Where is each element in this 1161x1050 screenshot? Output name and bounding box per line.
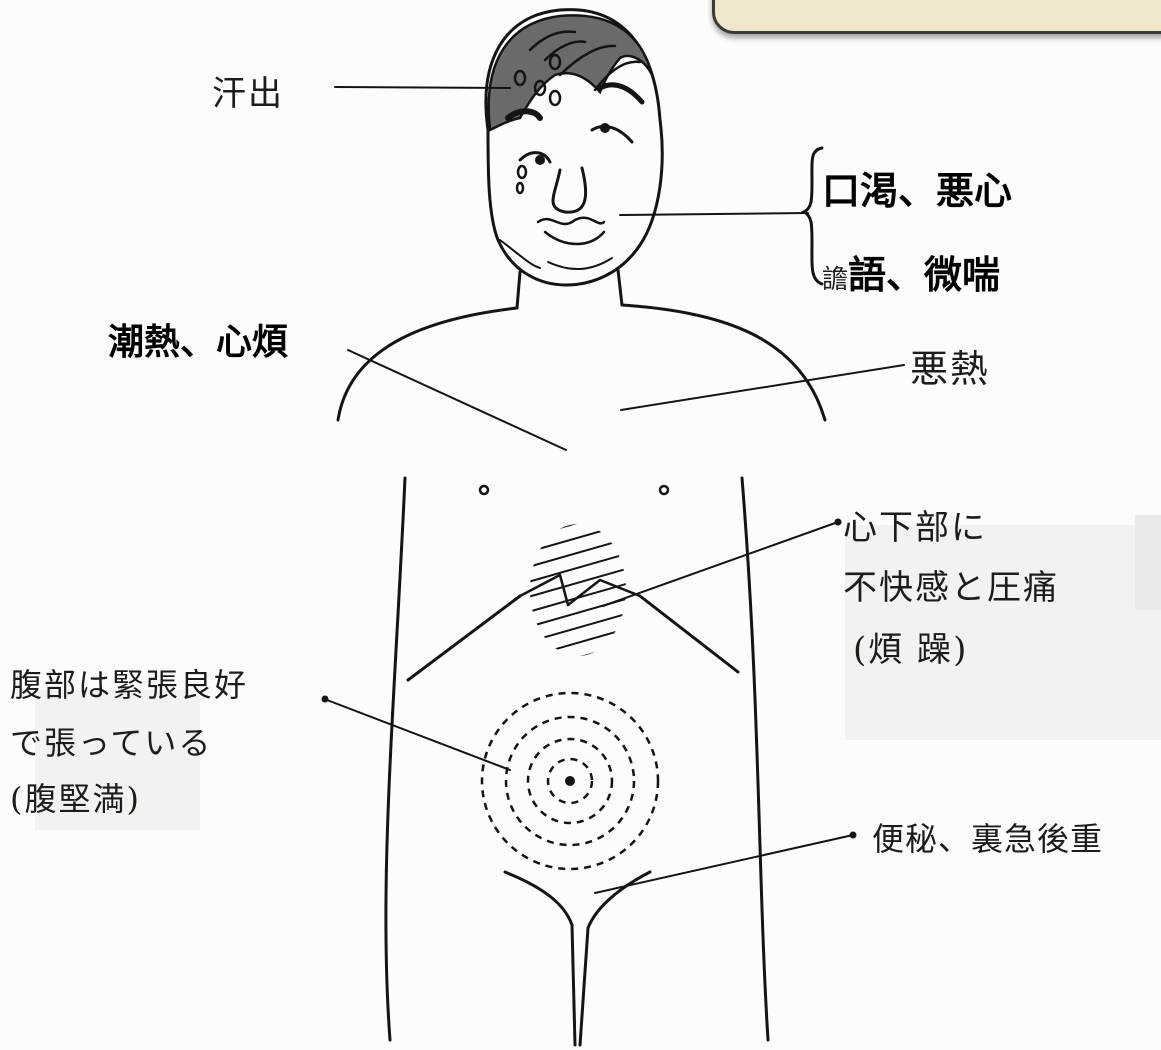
label-delirium: 譫語、微喘 (822, 244, 1000, 299)
label-abdomen-1: 腹部は緊張良好 (10, 666, 249, 704)
label-aversion-heat: 悪熱 (910, 347, 991, 391)
label-epigastric-3: (煩 躁) (853, 630, 969, 670)
top-banner-tab (712, 0, 1161, 34)
note-paper-abdomen (35, 690, 200, 830)
note-paper-epigastric (845, 525, 1161, 740)
label-epigastric-2: 不快感と圧痛 (843, 568, 1059, 608)
label-constipation: 便秘、裏急後重 (872, 820, 1104, 858)
label-delirium-rest: 語、微喘 (848, 253, 1001, 297)
note-paper-right-edge (1135, 515, 1161, 610)
label-thirst-nausea: 口渇、悪心 (822, 169, 1013, 213)
label-abdomen-3: (腹堅満) (10, 780, 141, 818)
label-epigastric-1: 心下部に (843, 508, 987, 548)
label-fever-irritability: 潮熱、心煩 (108, 322, 289, 363)
label-sweating: 汗出 (212, 74, 284, 114)
label-delirium-prefix: 譫 (822, 265, 849, 295)
label-abdomen-2: で張っている (10, 724, 213, 762)
